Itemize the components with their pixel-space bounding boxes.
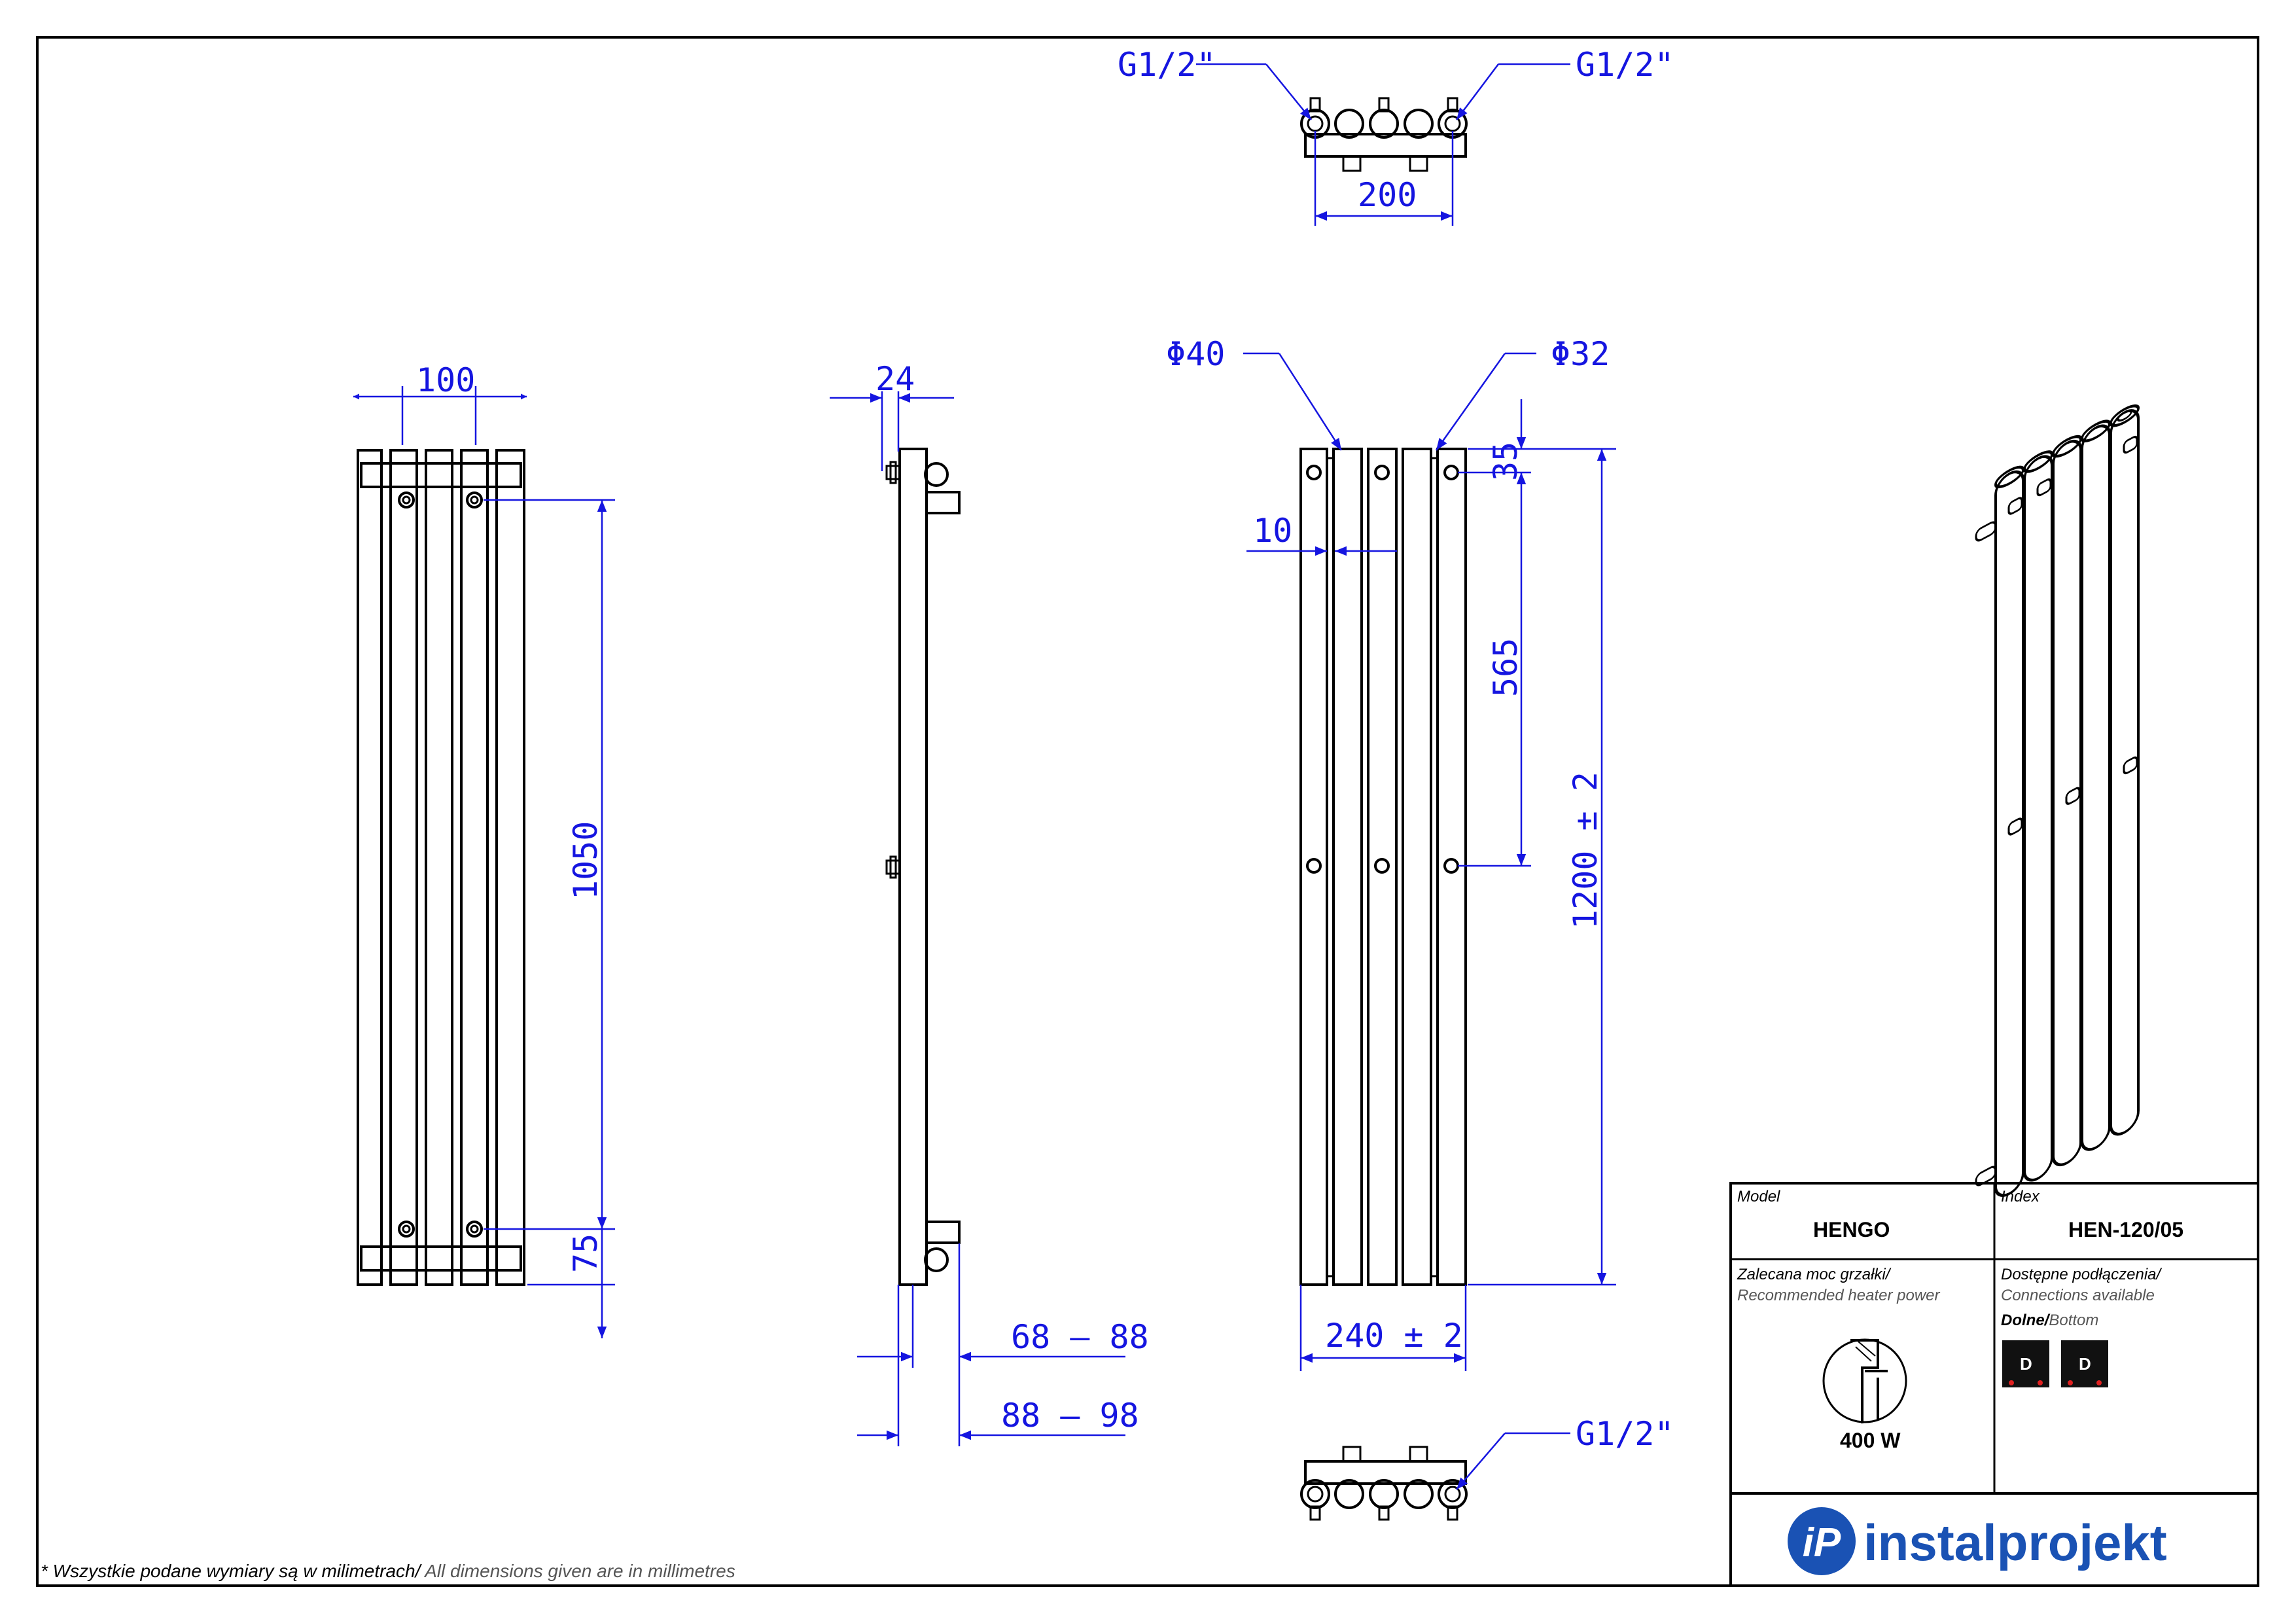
connections-label-en: Connections available (2001, 1287, 2155, 1304)
top-right-connection-label: G1/2" (1576, 46, 1674, 84)
isometric-view (1975, 404, 2140, 1197)
heater-icon (1822, 1338, 1907, 1423)
total-height-label: 1200 ± 2 (1566, 772, 1604, 929)
mid-spacing-label: 565 (1487, 638, 1525, 697)
diameter-inner-label: Φ32 (1551, 335, 1610, 373)
index-value: HEN-120/05 (2068, 1218, 2183, 1241)
connection-badge-2 (2061, 1340, 2108, 1387)
sheet-border (36, 36, 2259, 1587)
top-view (1196, 63, 1570, 226)
brand-name: instalprojekt (1863, 1514, 2167, 1571)
offset-top-label: 35 (1487, 442, 1525, 481)
connection-badge-2-label: D (2079, 1354, 2091, 1374)
diameter-outer-label: Φ40 (1166, 335, 1225, 373)
index-label: Index (2001, 1188, 2040, 1205)
front-height-label: 1050 (567, 821, 605, 900)
connection-badge-1-label: D (2020, 1354, 2032, 1374)
front-width-label: 100 (416, 361, 475, 399)
model-value: HENGO (1813, 1218, 1890, 1241)
total-width-label: 240 ± 2 (1325, 1317, 1463, 1355)
top-spacing-label: 200 (1358, 176, 1417, 214)
brand-mark-text: iP (1803, 1520, 1841, 1565)
gap-label: 10 (1253, 512, 1292, 550)
rear-view (1243, 352, 1616, 1371)
connection-type-pl: Dolne/Bottom (2001, 1311, 2098, 1329)
power-label-en: Recommended heater power (1737, 1287, 1941, 1304)
title-block (1729, 1182, 2259, 1587)
side-depth-label: 24 (875, 360, 915, 398)
side-range-2-label: 88 – 98 (1001, 1397, 1139, 1435)
front-view (353, 386, 615, 1338)
footer-note: * Wszystkie podane wymiary są w milimetr… (41, 1561, 735, 1581)
connections-label-pl: Dostępne podłączenia/ (2001, 1266, 2163, 1283)
side-view (830, 391, 1125, 1446)
side-range-1-label: 68 – 88 (1011, 1318, 1149, 1356)
connection-badge-1 (2002, 1340, 2049, 1387)
front-bottom-offset-label: 75 (567, 1234, 605, 1273)
brand-logo-icon (1788, 1507, 1856, 1575)
power-value: 400 W (1840, 1429, 1901, 1452)
bottom-view (1300, 1432, 1570, 1521)
power-label-pl: Zalecana moc grzałki/ (1737, 1266, 1892, 1283)
bottom-connection-label: G1/2" (1576, 1415, 1674, 1453)
top-left-connection-label: G1/2" (1118, 46, 1216, 84)
model-label: Model (1737, 1188, 1780, 1205)
